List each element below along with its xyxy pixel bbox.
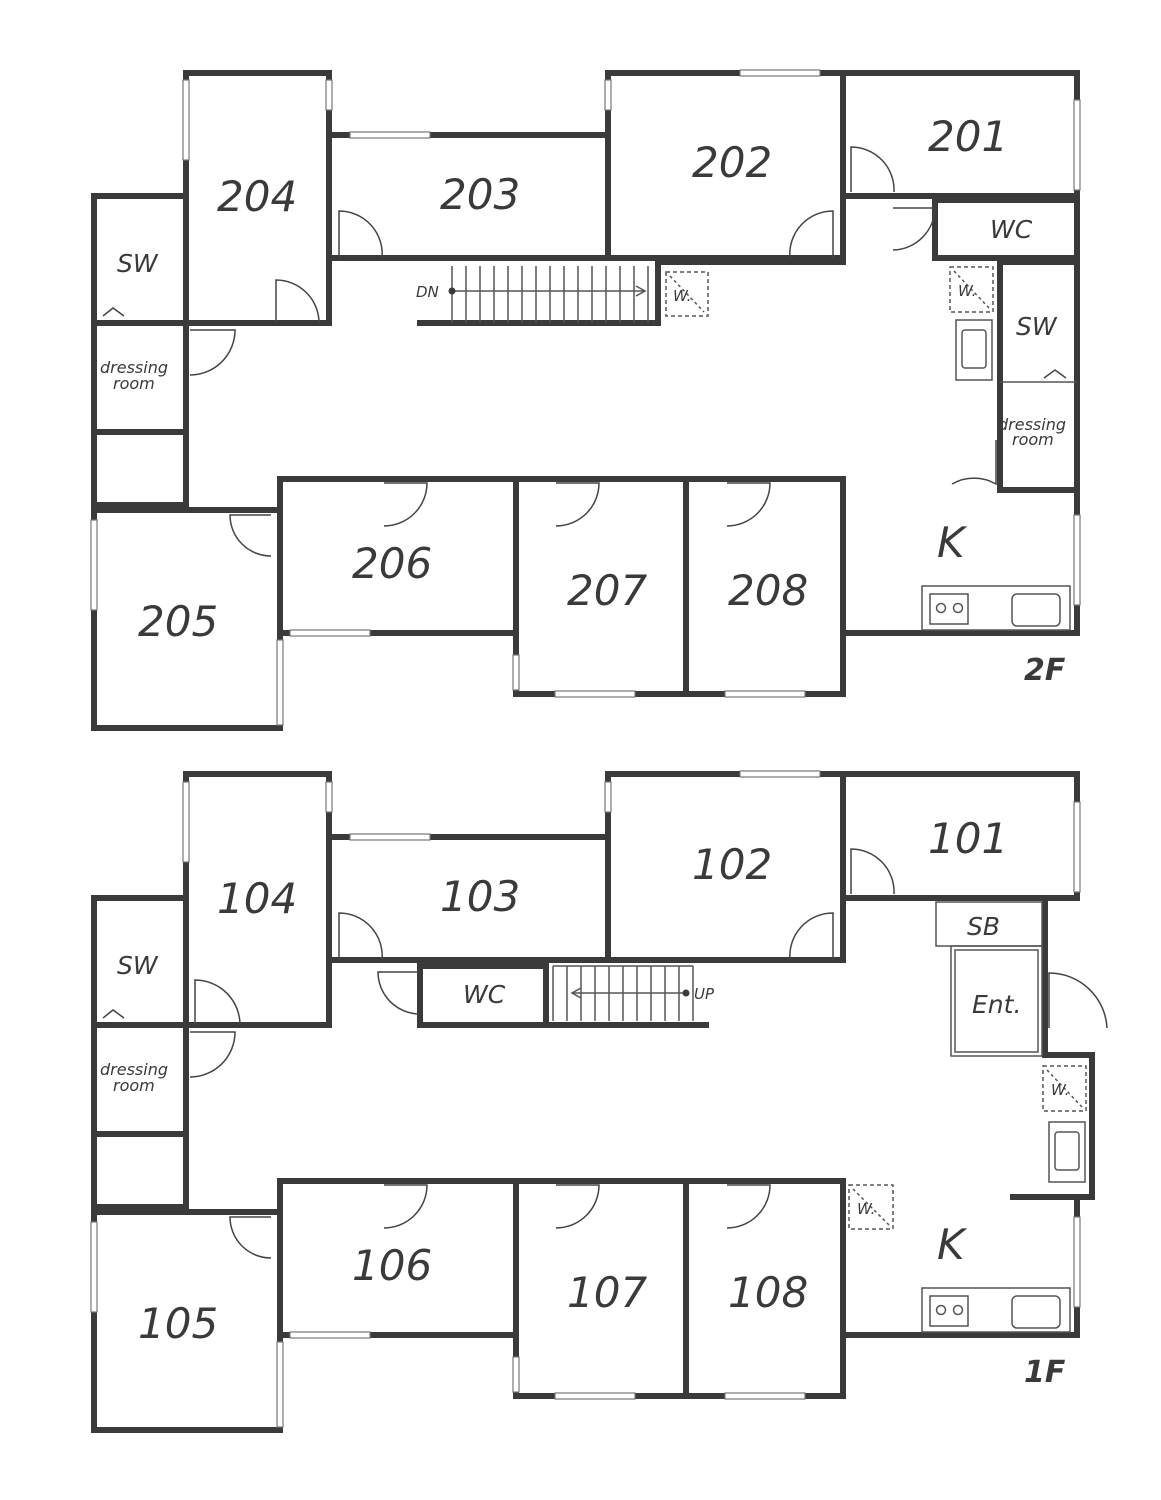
washer-label: W. xyxy=(1051,1081,1069,1099)
dressing-room-label: room xyxy=(1012,430,1054,449)
stairs-up-label: UP xyxy=(694,985,715,1003)
room-205: 205 xyxy=(138,597,218,646)
washer-icon xyxy=(665,271,709,317)
floor-1-fixtures: W. W. xyxy=(848,1065,1087,1333)
floor-label-2f: 2F xyxy=(1024,653,1066,688)
floor-1-stairs: UP xyxy=(552,965,715,1021)
stairs-down-label: DN xyxy=(416,283,439,301)
sink-icon xyxy=(955,319,993,381)
kitchen-sink-icon xyxy=(1011,593,1061,627)
floor-2-stairs: DN xyxy=(416,266,649,323)
room-204: 204 xyxy=(217,172,297,221)
dressing-room-label: dressing xyxy=(998,415,1066,434)
sw-label: SW xyxy=(1016,312,1058,341)
sw-label: SW xyxy=(117,249,159,278)
dressing-room-label: room xyxy=(113,374,155,393)
sb-label: SB xyxy=(967,912,1000,941)
washer-icon xyxy=(1042,1065,1087,1112)
sink-icon xyxy=(1048,1121,1086,1183)
room-208: 208 xyxy=(728,566,808,615)
kitchen-label: K xyxy=(937,518,968,567)
floor-2-doors xyxy=(102,146,1067,557)
floor-1-windows xyxy=(90,770,1081,1428)
washer-label: W. xyxy=(673,287,691,305)
room-102: 102 xyxy=(692,840,772,889)
floor-2: DN W. W. 204 203 202 201 205 206 2 xyxy=(90,69,1081,731)
kitchen-label: K xyxy=(937,1220,968,1269)
room-106: 106 xyxy=(352,1241,432,1290)
floor-2-windows xyxy=(90,69,1081,726)
washer-icon xyxy=(949,266,994,313)
kitchen-counter-icon xyxy=(921,585,1071,631)
dressing-room-label: dressing xyxy=(100,358,168,377)
entrance-label: Ent. xyxy=(972,990,1021,1019)
wc-label: WC xyxy=(463,980,506,1009)
floor-1: UP W. W. 104 103 102 101 105 106 107 1 xyxy=(90,770,1108,1433)
floor-2-labels: 204 203 202 201 205 206 207 208 WC SW SW… xyxy=(100,112,1066,688)
dressing-room-label: dressing xyxy=(100,1060,168,1079)
room-104: 104 xyxy=(217,874,297,923)
room-202: 202 xyxy=(692,138,772,187)
washer-label: W. xyxy=(857,1200,875,1218)
floor-1-doors xyxy=(102,848,1108,1259)
kitchen-counter-icon xyxy=(921,1287,1071,1333)
floor-label-1f: 1F xyxy=(1024,1355,1066,1390)
room-201: 201 xyxy=(928,112,1008,161)
room-207: 207 xyxy=(567,566,647,615)
room-105: 105 xyxy=(138,1299,218,1348)
floor-2-walls xyxy=(91,70,1080,731)
room-101: 101 xyxy=(928,814,1008,863)
sw-label: SW xyxy=(117,951,159,980)
floor-1-labels: 104 103 102 101 105 106 107 108 WC SB En… xyxy=(100,814,1066,1390)
room-203: 203 xyxy=(440,170,520,219)
room-108: 108 xyxy=(728,1268,808,1317)
wc-label: WC xyxy=(990,215,1033,244)
room-103: 103 xyxy=(440,872,520,921)
floor-1-entry xyxy=(935,901,1043,1057)
floor-1-walls xyxy=(91,771,1095,1433)
washer-icon xyxy=(848,1184,894,1230)
kitchen-sink-icon xyxy=(1011,1295,1061,1329)
washer-label: W. xyxy=(958,282,976,300)
room-107: 107 xyxy=(567,1268,647,1317)
room-206: 206 xyxy=(352,539,432,588)
floor-2-fixtures: W. W. xyxy=(665,266,1071,631)
dressing-room-label: room xyxy=(113,1076,155,1095)
